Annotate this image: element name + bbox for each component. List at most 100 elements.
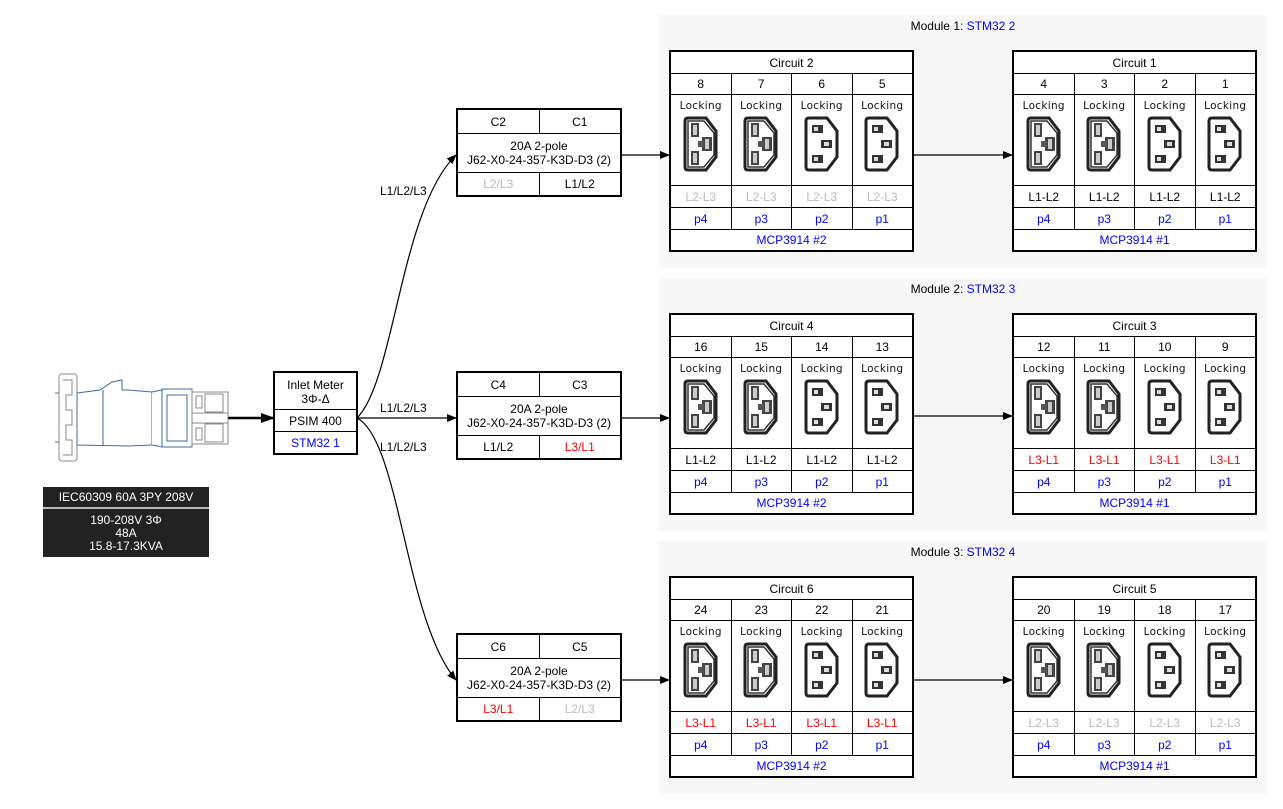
outlet-port-link[interactable]: p2 bbox=[1134, 733, 1196, 756]
outlet-port-link[interactable]: p1 bbox=[851, 207, 913, 230]
outlet-number: 13 bbox=[851, 336, 913, 358]
outlet-phase: L3-L1 bbox=[670, 711, 732, 734]
outlet-port-link[interactable]: p3 bbox=[1073, 207, 1135, 230]
outlet-port-link[interactable]: p3 bbox=[730, 470, 792, 493]
outlet-cell[interactable]: Locking bbox=[791, 620, 853, 712]
outlet-type: Locking bbox=[1204, 363, 1247, 375]
module-controller-link[interactable]: STM32 4 bbox=[966, 545, 1016, 559]
circuit-adc-link[interactable]: MCP3914 #1 bbox=[1013, 492, 1256, 514]
outlet-number: 5 bbox=[851, 73, 913, 95]
c13-outlet-icon bbox=[1147, 116, 1182, 172]
outlet-cell[interactable]: Locking bbox=[1134, 94, 1196, 186]
circuit-adc-link[interactable]: MCP3914 #1 bbox=[1013, 755, 1256, 777]
outlet-cell[interactable]: Locking bbox=[1134, 620, 1196, 712]
outlet-port-link[interactable]: p4 bbox=[1013, 470, 1075, 493]
outlet-cell[interactable]: Locking bbox=[851, 94, 913, 186]
outlet-phase: L1-L2 bbox=[1194, 185, 1256, 208]
outlet-port-link[interactable]: p1 bbox=[1194, 470, 1256, 493]
outlet-number: 12 bbox=[1013, 336, 1075, 358]
outlet-number: 21 bbox=[851, 599, 913, 621]
outlet-number: 15 bbox=[730, 336, 792, 358]
breaker-rating: 20A 2-pole bbox=[510, 402, 568, 416]
breaker-pole: C6 bbox=[457, 634, 540, 659]
outlet-cell[interactable]: Locking bbox=[1073, 620, 1135, 712]
outlet-cell[interactable]: Locking bbox=[730, 357, 792, 449]
circuit-adc-link[interactable]: MCP3914 #2 bbox=[670, 755, 913, 777]
outlet-type: Locking bbox=[1022, 100, 1065, 112]
circuit-adc-link[interactable]: MCP3914 #1 bbox=[1013, 229, 1256, 251]
outlet-port-link[interactable]: p4 bbox=[1013, 733, 1075, 756]
outlet-number: 22 bbox=[791, 599, 853, 621]
outlet-cell[interactable]: Locking bbox=[791, 357, 853, 449]
outlet-port-link[interactable]: p4 bbox=[670, 470, 732, 493]
outlet-type: Locking bbox=[740, 363, 783, 375]
outlet-port-link[interactable]: p4 bbox=[670, 733, 732, 756]
outlet-port-link[interactable]: p2 bbox=[791, 733, 853, 756]
outlet-type: Locking bbox=[861, 363, 904, 375]
module-name: Module 2 bbox=[910, 282, 960, 296]
outlet-cell[interactable]: Locking bbox=[1073, 94, 1135, 186]
plug-current: 48A bbox=[115, 526, 137, 540]
module-controller-link[interactable]: STM32 2 bbox=[966, 19, 1016, 33]
outlet-port-link[interactable]: p2 bbox=[791, 470, 853, 493]
outlet-type: Locking bbox=[740, 626, 783, 638]
outlet-cell[interactable]: Locking bbox=[1194, 620, 1256, 712]
outlet-port-link[interactable]: p3 bbox=[730, 733, 792, 756]
circuit-name: Circuit 3 bbox=[1013, 314, 1256, 337]
c19-outlet-icon bbox=[683, 642, 718, 698]
outlet-port-link[interactable]: p3 bbox=[730, 207, 792, 230]
outlet-port-link[interactable]: p4 bbox=[1013, 207, 1075, 230]
outlet-type: Locking bbox=[1143, 363, 1186, 375]
outlet-cell[interactable]: Locking bbox=[851, 620, 913, 712]
breaker-pole: C5 bbox=[538, 634, 621, 659]
outlet-cell[interactable]: Locking bbox=[1134, 357, 1196, 449]
outlet-cell[interactable]: Locking bbox=[1194, 357, 1256, 449]
outlet-cell[interactable]: Locking bbox=[1013, 620, 1075, 712]
outlet-cell[interactable]: Locking bbox=[1194, 94, 1256, 186]
plug-title: IEC60309 60A 3PY 208V bbox=[43, 487, 209, 509]
outlet-cell[interactable]: Locking bbox=[791, 94, 853, 186]
outlet-port-link[interactable]: p2 bbox=[1134, 207, 1196, 230]
outlet-cell[interactable]: Locking bbox=[670, 620, 732, 712]
outlet-cell[interactable]: Locking bbox=[670, 94, 732, 186]
outlet-number: 19 bbox=[1073, 599, 1135, 621]
outlet-cell[interactable]: Locking bbox=[730, 94, 792, 186]
outlet-port-link[interactable]: p3 bbox=[1073, 470, 1135, 493]
feed-wire-module-1 bbox=[356, 154, 457, 419]
outlet-port-link[interactable]: p1 bbox=[1194, 207, 1256, 230]
outlet-cell[interactable]: Locking bbox=[1013, 357, 1075, 449]
outlet-cell[interactable]: Locking bbox=[1013, 94, 1075, 186]
c13-outlet-icon bbox=[804, 379, 839, 435]
outlet-cell[interactable]: Locking bbox=[1073, 357, 1135, 449]
outlet-type: Locking bbox=[1022, 626, 1065, 638]
outlet-port-link[interactable]: p2 bbox=[1134, 470, 1196, 493]
outlet-cell[interactable]: Locking bbox=[730, 620, 792, 712]
outlet-cell[interactable]: Locking bbox=[670, 357, 732, 449]
inlet-meter-controller-link[interactable]: STM32 1 bbox=[274, 431, 357, 454]
outlet-port-link[interactable]: p1 bbox=[851, 733, 913, 756]
outlet-port-link[interactable]: p1 bbox=[851, 470, 913, 493]
outlet-port-link[interactable]: p2 bbox=[791, 207, 853, 230]
outlet-port-link[interactable]: p3 bbox=[1073, 733, 1135, 756]
circuit-adc-link[interactable]: MCP3914 #2 bbox=[670, 492, 913, 514]
outlet-port-link[interactable]: p4 bbox=[670, 207, 732, 230]
breaker-part-number: J62-X0-24-357-K3D-D3 (2) bbox=[466, 678, 612, 692]
module-controller-link[interactable]: STM32 3 bbox=[966, 282, 1016, 296]
feed-label-module-2: L1/L2/L3 bbox=[380, 401, 427, 415]
outlet-number: 1 bbox=[1194, 73, 1256, 95]
outlet-port-link[interactable]: p1 bbox=[1194, 733, 1256, 756]
outlet-cell[interactable]: Locking bbox=[851, 357, 913, 449]
circuit-adc-link[interactable]: MCP3914 #2 bbox=[670, 229, 913, 251]
outlet-number: 4 bbox=[1013, 73, 1075, 95]
